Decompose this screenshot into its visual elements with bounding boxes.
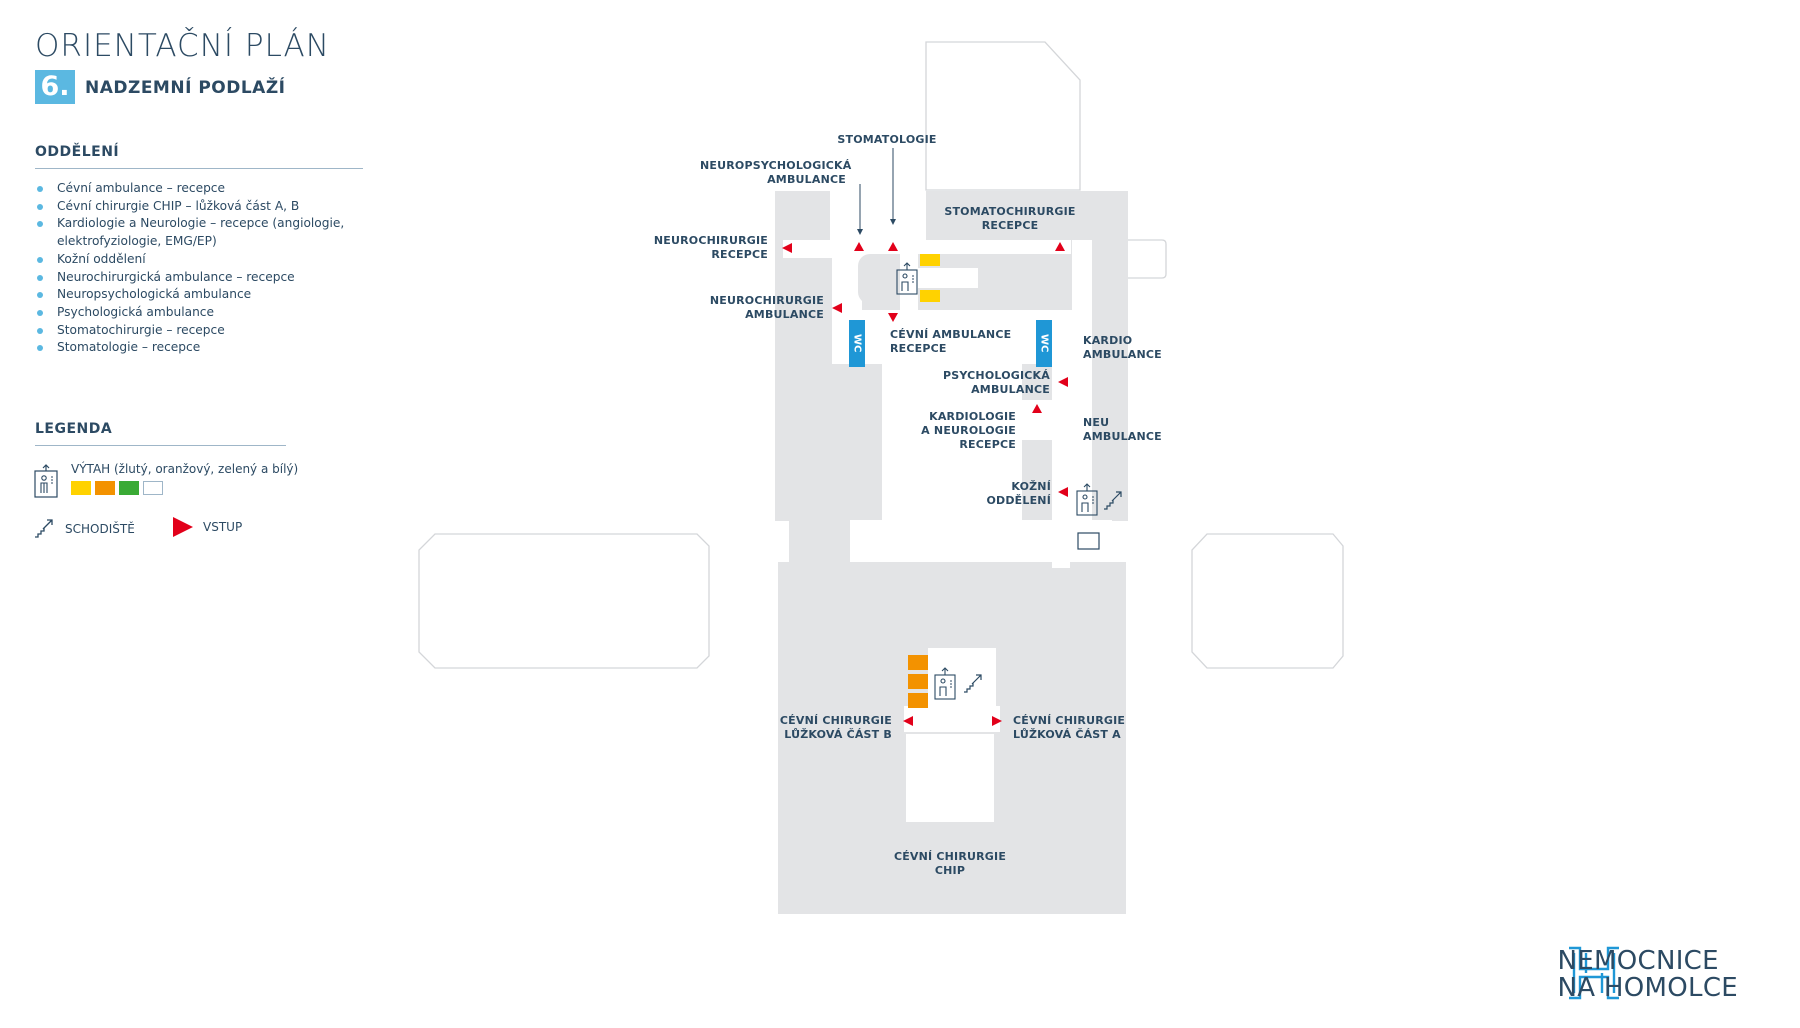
list-item: Neuropsychologická ambulance [35,286,355,304]
list-item: Neurochirurgická ambulance – recepce [35,269,355,287]
legend-divider [35,445,286,446]
bullet-icon [37,292,43,299]
core-gap [918,268,978,288]
entrance-stomatochir [1055,242,1065,251]
outline-building-east [1191,533,1344,669]
corridor-top-right [923,240,1071,254]
outline-building-north [925,41,1081,191]
lower-corridor [904,706,1000,732]
corridor-top-notch [830,191,926,240]
elevator-icon [34,464,58,498]
list-item: Cévní ambulance – recepce [35,180,355,198]
corridor-top-left [783,240,923,258]
outline-annex [1128,239,1167,279]
bullet-icon [37,186,43,192]
elevator-color-orange [95,481,115,495]
entrance-neurochir-amb [832,303,842,313]
elevator-icon-lower [934,667,956,700]
list-item: Stomatologie – recepce [35,339,355,357]
floor-number-badge: 6. [35,70,75,104]
bullet-icon [37,274,43,281]
entrance-markers [782,242,1068,726]
entrance-cevni-amb [888,313,898,322]
page-title: ORIENTAČNÍ PLÁN [35,28,330,64]
building-connector [789,519,850,564]
stairs-icon [35,519,53,538]
entrance-psych [1058,377,1068,387]
bullet-icon [37,309,43,316]
elevator-icon-kozni [1076,483,1098,516]
lower-room [906,734,994,822]
hospital-logo-text: NEMOCNICE NA HOMOLCE [1557,946,1738,1003]
entrance-kardneu [1032,404,1042,413]
corridor-stair-block [1052,310,1072,520]
stairs-icon-lower [964,674,982,693]
bullet-icon [37,327,43,334]
corridor-right-lower-gap [1052,520,1070,568]
elevator-yellow-1 [920,254,940,266]
list-item: Psychologická ambulance [35,304,355,322]
list-item: Kožní oddělení [35,251,355,269]
legend-heading: LEGENDA [35,421,113,437]
rest-area [1075,530,1103,554]
wc-right-badge: WC [1036,320,1052,367]
label-stomatologie: STOMATOLOGIE [837,133,937,146]
elevator-orange-2 [908,674,928,689]
wc-left-badge: WC [849,320,865,367]
stairs-icon-kozni [1104,491,1122,510]
corridor-bottom [850,520,1050,555]
entrance-kozni [1058,487,1068,497]
elevator-orange-1 [908,655,928,670]
hospital-logo-icon [1569,946,1619,1000]
elevator-color-green [119,481,139,495]
departments-list: Cévní ambulance – recepce Cévní chirurgi… [35,180,355,357]
list-item: Cévní chirurgie CHIP – lůžková část A, B [35,198,355,216]
outline-building-west [418,533,710,669]
small-room-icon [1077,532,1100,550]
floor-name: NADZEMNÍ PODLAŽÍ [85,78,286,98]
entrance-neuropsych [854,242,864,251]
entrance-stomatologie [888,242,898,251]
legend-elevator-label: VÝTAH (žlutý, oranžový, zelený a bílý) [71,462,299,476]
legend-stairs-label: SCHODIŠTĚ [65,522,135,536]
list-item: Stomatochirurgie – recepce [35,322,355,340]
bullet-icon [37,345,43,352]
bullet-icon [37,203,43,210]
departments-divider [35,168,363,169]
departments-heading: ODDĚLENÍ [35,144,120,160]
entrance-chir-b [903,716,913,726]
elevator-yellow-2 [920,290,940,302]
core-left-white [900,254,918,312]
legend-entrance-label: VSTUP [203,520,243,534]
elevator-orange-3 [908,693,928,708]
bullet-icon [37,256,43,263]
list-item: Kardiologie a Neurologie – recepce (angi… [35,215,355,233]
elevator-color-white [143,481,163,495]
entrance-chir-a [992,716,1002,726]
entrance-neurochir-rec [782,243,792,253]
corridor-right-vertical [1072,240,1092,520]
courtyard [882,364,1022,537]
elevator-icon-top [896,262,918,295]
bullet-icon [37,221,43,228]
elevator-color-yellow [71,481,91,495]
list-item-continuation: elektrofyziologie, EMG/EP) [57,234,217,249]
entrance-icon [173,517,193,537]
